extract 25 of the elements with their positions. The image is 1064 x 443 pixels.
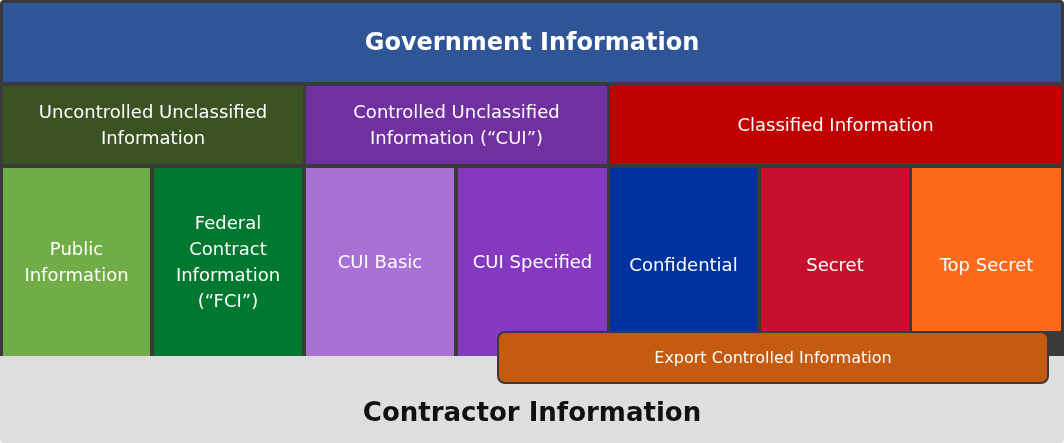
type-box — [3, 168, 150, 356]
type-box — [761, 168, 909, 331]
node-label: CUI Basic — [336, 249, 424, 274]
type-box — [154, 168, 302, 356]
category-box — [3, 86, 303, 164]
node-label: Government Information — [363, 27, 701, 59]
node-label: Uncontrolled Unclassified Information — [37, 99, 269, 150]
node-label: CUI Specified — [471, 249, 594, 274]
header-band — [3, 3, 1061, 82]
node-label: Secret — [805, 253, 865, 277]
node-label: Public Information — [23, 236, 130, 287]
node-label: Controlled Unclassified Information (“CUI”) — [352, 99, 561, 150]
node-label: Export Controlled Information — [653, 346, 893, 369]
overlay-box — [497, 331, 1049, 384]
category-box — [306, 86, 607, 164]
node-label: Contractor Information — [361, 396, 703, 430]
category-box — [610, 86, 1061, 164]
type-box — [610, 168, 757, 331]
node-label: Top Secret — [938, 253, 1035, 277]
type-box — [458, 168, 607, 356]
type-box — [912, 168, 1061, 331]
node-label: Federal Contract Information (“FCI”) — [174, 210, 282, 314]
node-label: Classified Information — [736, 112, 935, 137]
node-label: Confidential — [628, 253, 739, 277]
type-box — [306, 168, 454, 356]
